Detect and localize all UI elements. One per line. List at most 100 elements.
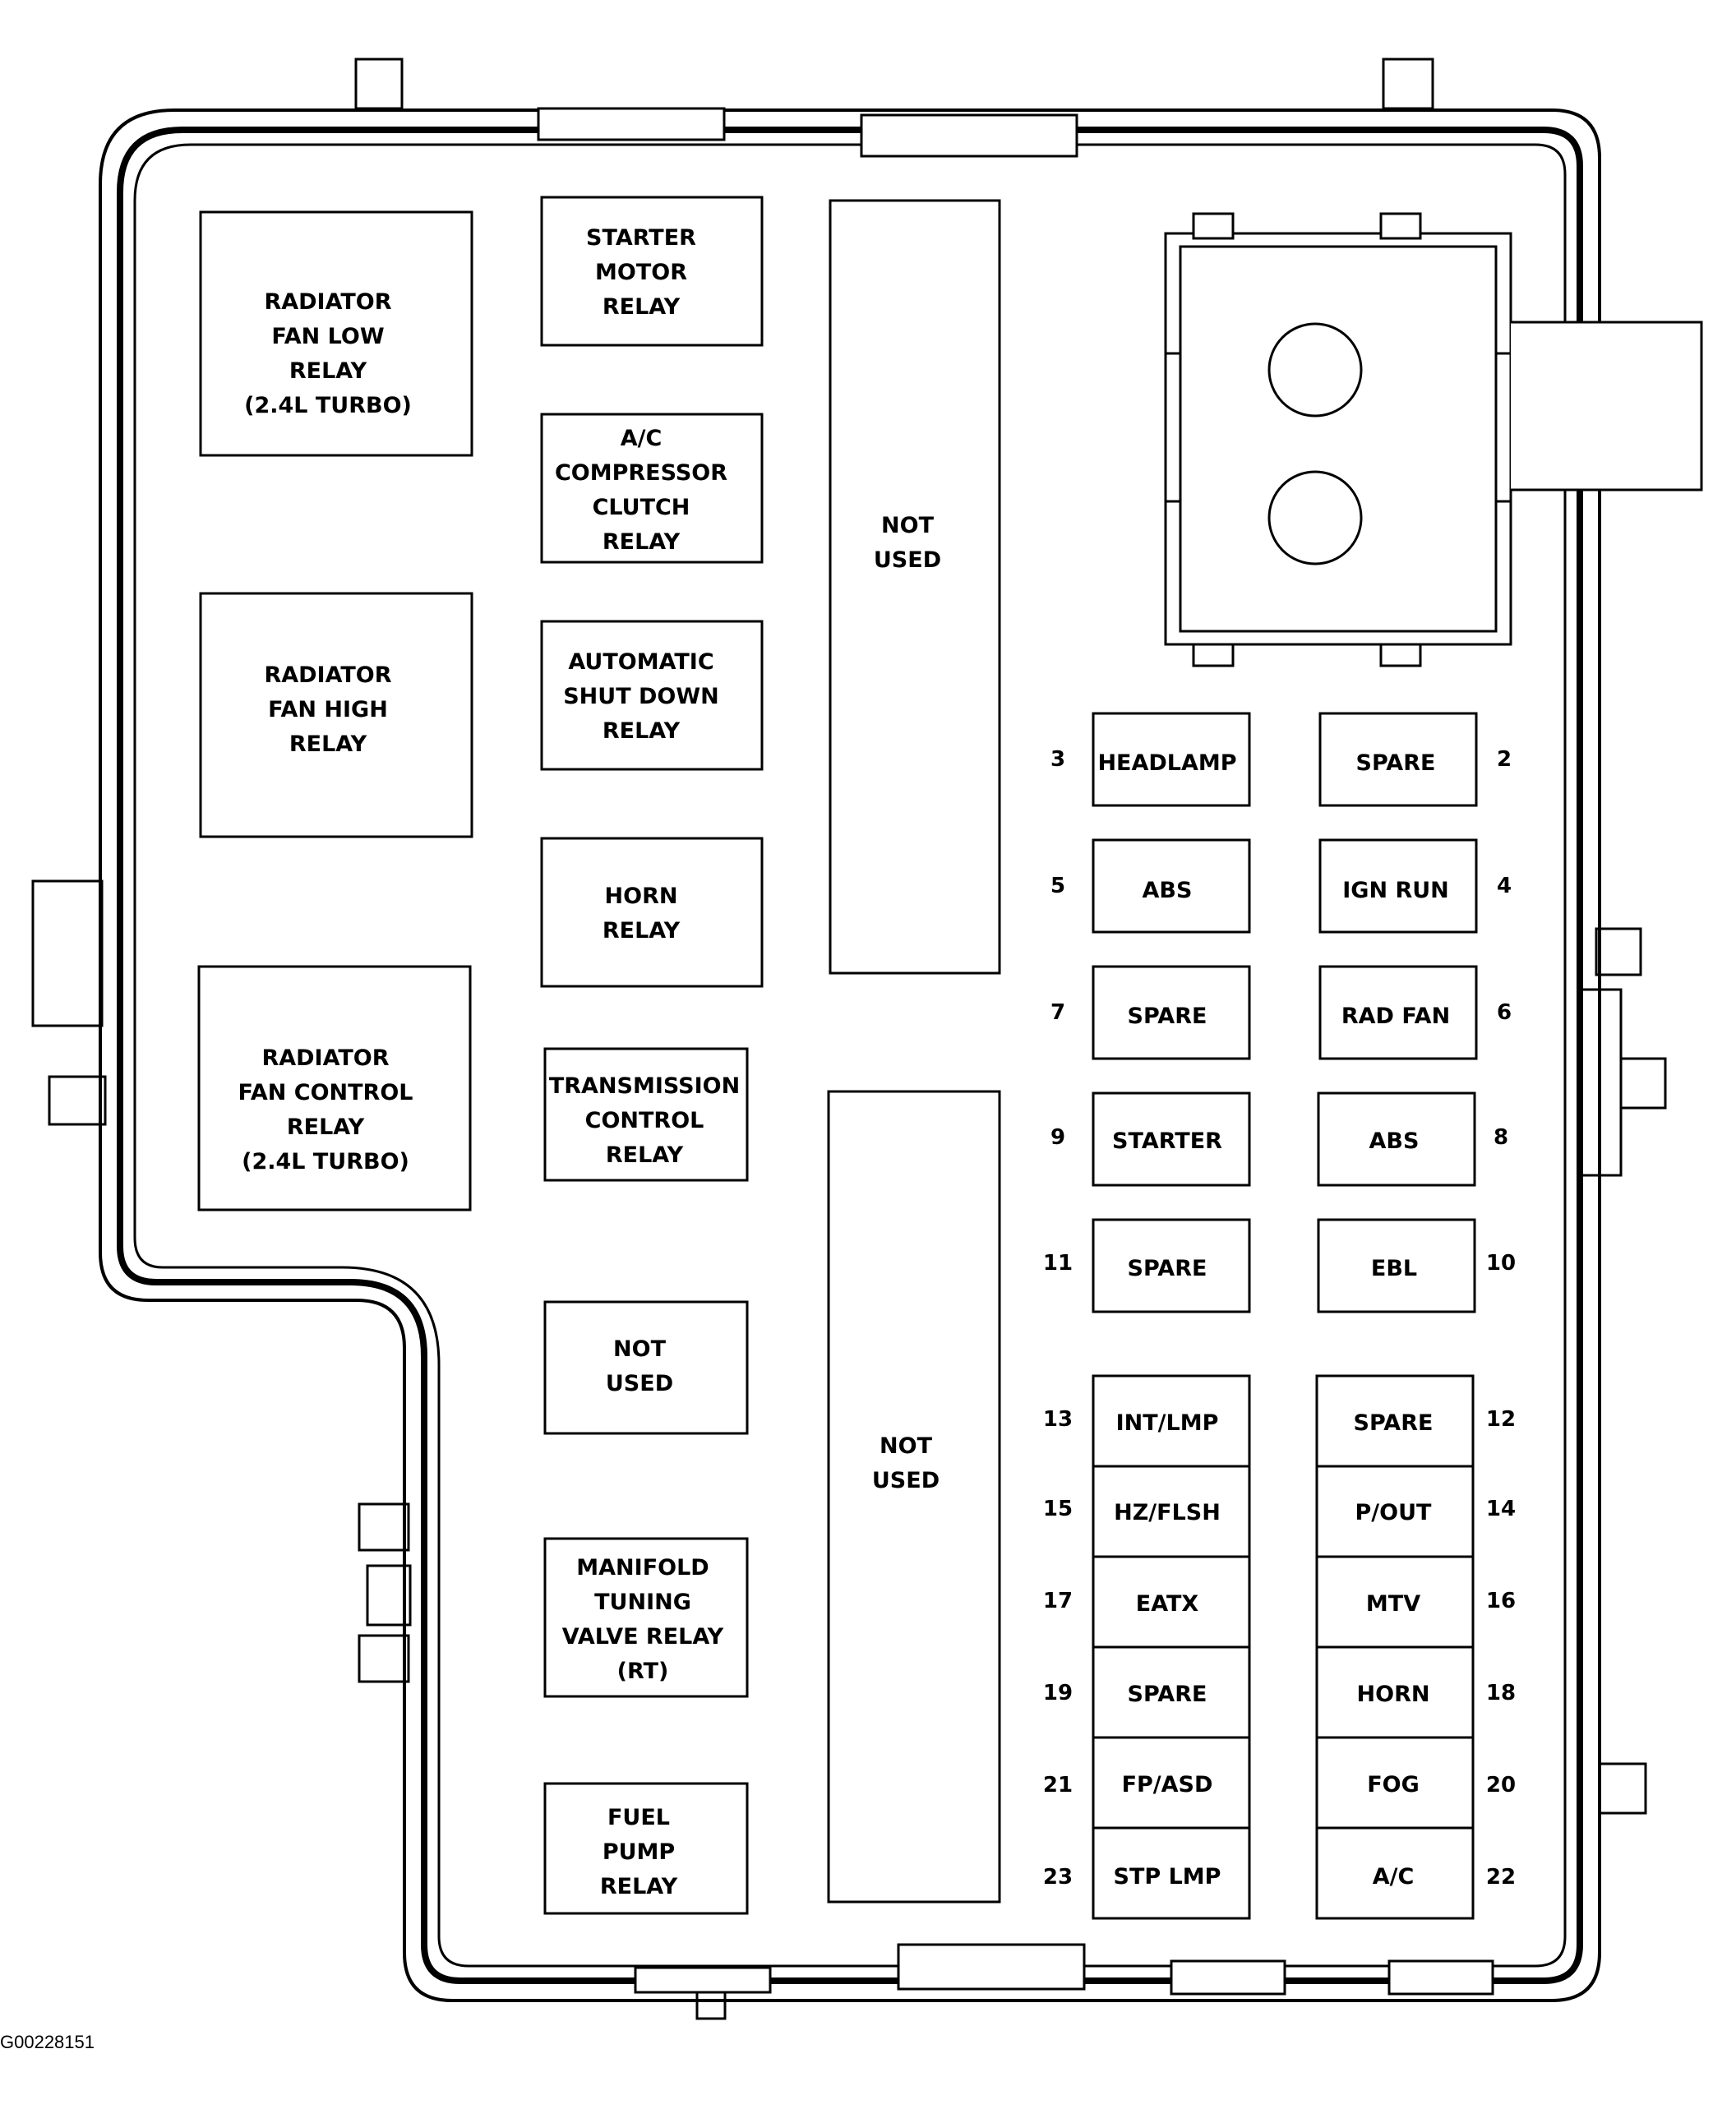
svg-text:ABS: ABS [1369, 1128, 1420, 1154]
svg-text:SPARE: SPARE [1128, 1004, 1207, 1029]
svg-text:23: 23 [1043, 1865, 1073, 1890]
fuse-11: SPARE 11 [1043, 1218, 1251, 1313]
fuse-22: A/C 22 [1315, 1826, 1516, 1920]
svg-text:15: 15 [1043, 1497, 1073, 1521]
svg-text:8: 8 [1494, 1125, 1508, 1150]
connector-block [1164, 212, 1703, 667]
fuse-19: SPARE 19 [1043, 1645, 1251, 1739]
fuse-column-left: HEADLAMP 3 ABS 5 SPARE 7 STARTER 9 SPARE… [1043, 712, 1251, 1920]
stud-terminal-upper [1267, 322, 1363, 418]
svg-text:MTV: MTV [1366, 1591, 1420, 1617]
figure-id: G00228151 [0, 2032, 95, 2052]
fuse-13: INT/LMP 13 [1043, 1374, 1251, 1468]
fuse-2: SPARE 2 [1318, 712, 1512, 807]
svg-text:22: 22 [1486, 1865, 1516, 1890]
fuse-15: HZ/FLSH 15 [1043, 1465, 1251, 1558]
housing-notches [537, 107, 1494, 1996]
fuse-21: FP/ASD 21 [1043, 1736, 1251, 1830]
fuse-10: EBL 10 [1317, 1218, 1516, 1313]
svg-text:STARTER: STARTER [1112, 1128, 1222, 1154]
fuse-17: EATX 17 [1043, 1555, 1251, 1649]
fuse-16: MTV 16 [1315, 1555, 1516, 1649]
svg-text:FOG: FOG [1367, 1772, 1420, 1797]
svg-text:HORN: HORN [1357, 1682, 1430, 1707]
svg-text:EATX: EATX [1136, 1591, 1199, 1617]
svg-text:SPARE: SPARE [1128, 1682, 1207, 1707]
stud-terminal-lower [1267, 470, 1363, 565]
svg-text:9: 9 [1050, 1125, 1065, 1150]
svg-text:SPARE: SPARE [1128, 1256, 1207, 1281]
svg-text:HZ/FLSH: HZ/FLSH [1114, 1500, 1221, 1525]
svg-text:5: 5 [1050, 874, 1065, 898]
svg-text:FP/ASD: FP/ASD [1122, 1772, 1213, 1797]
svg-text:11: 11 [1043, 1251, 1073, 1276]
svg-text:EBL: EBL [1371, 1256, 1417, 1281]
fuse-12: SPARE 12 [1315, 1374, 1516, 1468]
svg-text:10: 10 [1486, 1251, 1516, 1276]
svg-text:IGN RUN: IGN RUN [1342, 878, 1449, 903]
svg-text:21: 21 [1043, 1773, 1073, 1797]
housing-outline [99, 108, 1601, 2002]
svg-text:INT/LMP: INT/LMP [1116, 1410, 1219, 1436]
svg-text:12: 12 [1486, 1407, 1516, 1432]
svg-text:13: 13 [1043, 1407, 1073, 1432]
fuse-18: HORN 18 [1315, 1645, 1516, 1739]
fuse-column-right: SPARE 2 IGN RUN 4 RAD FAN 6 ABS 8 EBL 10… [1315, 712, 1516, 1920]
svg-text:14: 14 [1486, 1497, 1516, 1521]
svg-text:ABS: ABS [1143, 878, 1193, 903]
fuse-20: FOG 20 [1315, 1736, 1516, 1830]
fuse-4: IGN RUN 4 [1318, 838, 1512, 934]
svg-text:20: 20 [1486, 1773, 1516, 1797]
svg-text:SPARE: SPARE [1356, 750, 1436, 776]
fuse-5: ABS 5 [1050, 838, 1251, 934]
fuse-3: HEADLAMP 3 [1050, 712, 1251, 807]
svg-text:4: 4 [1497, 874, 1512, 898]
fuse-14: P/OUT 14 [1315, 1465, 1516, 1558]
fuse-6: RAD FAN 6 [1318, 965, 1512, 1060]
fuse-9: STARTER 9 [1050, 1091, 1251, 1187]
svg-text:17: 17 [1043, 1589, 1073, 1613]
svg-text:HEADLAMP: HEADLAMP [1097, 750, 1236, 776]
svg-text:P/OUT: P/OUT [1355, 1500, 1433, 1525]
fuse-7: SPARE 7 [1050, 965, 1251, 1060]
svg-text:6: 6 [1497, 1000, 1512, 1025]
fuse-8: ABS 8 [1317, 1091, 1508, 1187]
svg-text:16: 16 [1486, 1589, 1516, 1613]
svg-text:A/C: A/C [1373, 1864, 1415, 1890]
svg-text:STP LMP: STP LMP [1114, 1864, 1221, 1890]
svg-text:18: 18 [1486, 1681, 1516, 1705]
svg-text:SPARE: SPARE [1354, 1410, 1434, 1436]
svg-text:RAD FAN: RAD FAN [1341, 1004, 1450, 1029]
svg-text:7: 7 [1050, 1000, 1065, 1025]
svg-text:19: 19 [1043, 1681, 1073, 1705]
svg-text:2: 2 [1497, 747, 1512, 772]
fuse-23: STP LMP 23 [1043, 1826, 1251, 1920]
